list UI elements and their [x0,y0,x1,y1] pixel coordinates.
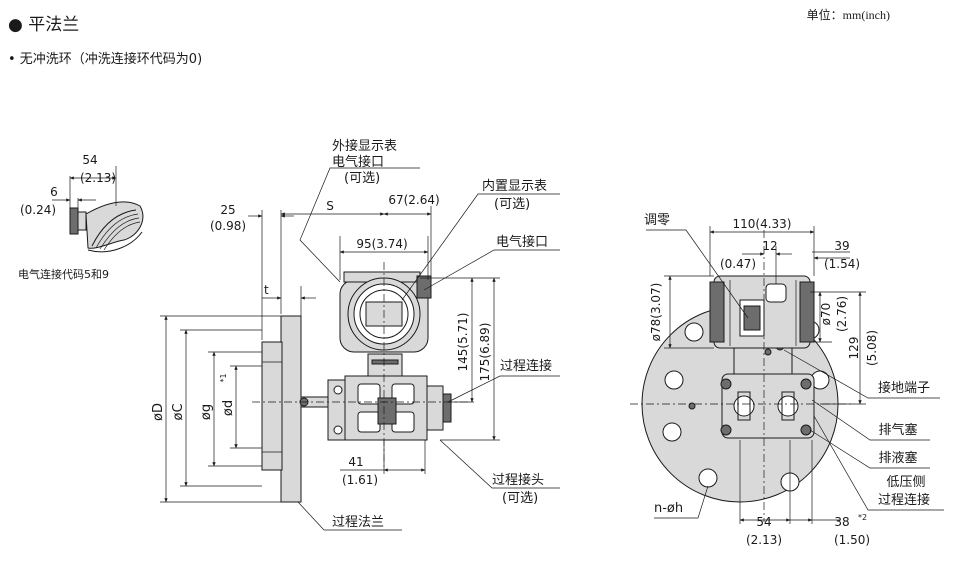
label-low-side-1: 低压侧 [886,475,925,490]
detail-connector-view: 54 (2.13) 6 (0.24) 电气连接代码5和9 [18,153,144,281]
dim-oc: øC [171,403,186,420]
dim-25: 25 [220,203,235,217]
label-low-side-2: 过程连接 [878,492,930,508]
label-ext-display-2: 电气接口 [332,154,384,170]
detail-dim-6-in: (0.24) [20,203,56,217]
dim-38-footnote: *2 [858,513,867,522]
dim-s: S [326,199,334,213]
dim-129: 129 [847,337,861,360]
dim-95: 95(3.74) [356,237,407,251]
dim-od-footnote: *1 [219,373,228,382]
zero-adjust [743,305,761,331]
dim-od-outer: øD [151,403,166,421]
detail-dim-6: 6 [50,185,58,199]
label-zero-adjust: 调零 [644,213,670,228]
label-ext-display-1: 外接显示表 [332,138,397,154]
dim-12: 12 [762,239,777,253]
label-n-oh: n-øh [654,501,683,516]
dim-38-in: (1.50) [834,533,870,547]
label-process-flange: 过程法兰 [332,515,384,530]
dim-41-in: (1.61) [342,473,378,487]
bolt-hole [664,370,684,390]
detail-caption: 电气连接代码5和9 [18,267,109,281]
label-drain-plug: 排液塞 [878,450,917,466]
detail-plug [69,207,79,235]
process-flange [280,315,302,503]
detail-elbow [85,201,144,249]
label-elec-port: 电气接口 [496,234,548,250]
process-fitting [426,385,444,431]
bolt-hole [684,322,704,342]
label-vent-plug: 排气塞 [878,422,917,438]
elec-conduit-port [416,275,432,299]
dim-41: 41 [348,455,363,469]
dim-od-inner: ød [221,400,236,416]
dim-67: 67(2.64) [388,193,439,207]
side-view: 25 (0.98) S 67(2.64) 95(3.74) t 145(5.71… [151,138,560,531]
dim-54-front-in: (2.13) [746,533,782,547]
dim-145: 145(5.71) [456,313,470,372]
label-process-fitting-1: 过程接头 [492,472,544,488]
label-process-conn: 过程连接 [500,358,552,374]
label-int-display-2: (可选) [494,197,530,212]
dim-t: t [264,283,269,297]
dim-175: 175(6.89) [478,323,492,382]
dim-o78: ø78(3.07) [649,283,663,342]
dim-39-in: (1.54) [824,257,860,271]
label-ext-display-3: (可选) [344,171,380,186]
dim-og: øg [199,404,214,420]
dim-129-in: (5.08) [865,330,879,366]
bolt-hole [662,422,682,442]
dim-54-front: 54 [756,515,771,529]
dim-38: 38 [834,515,849,529]
dim-o70: ø70 [819,303,833,326]
label-int-display-1: 内置显示表 [482,178,547,194]
dim-12-in: (0.47) [720,257,756,271]
detail-dim-54: 54 [82,153,97,167]
label-ground-terminal: 接地端子 [878,380,930,396]
elec-port-front [765,283,787,303]
dim-25-in: (0.98) [210,219,246,233]
dim-o70-in: (2.76) [835,296,849,332]
dim-110: 110(4.33) [733,217,792,231]
detail-dim-54-in: (2.13) [80,171,116,185]
neck [367,353,403,377]
label-process-fitting-2: (可选) [502,491,538,506]
unit-note: 单位：mm(inch) [806,8,890,22]
dim-39: 39 [834,239,849,253]
page-subtitle: • 无冲洗环（冲洗连接环代码为0) [8,52,203,67]
bolt-hole [698,468,718,488]
front-view: 110(4.33) 12 (0.47) 39 (1.54) ø78(3.07) … [630,213,944,547]
page-title: ● 平法兰 [8,15,80,35]
flange-hub [261,341,283,471]
detail-adapter [77,211,87,231]
